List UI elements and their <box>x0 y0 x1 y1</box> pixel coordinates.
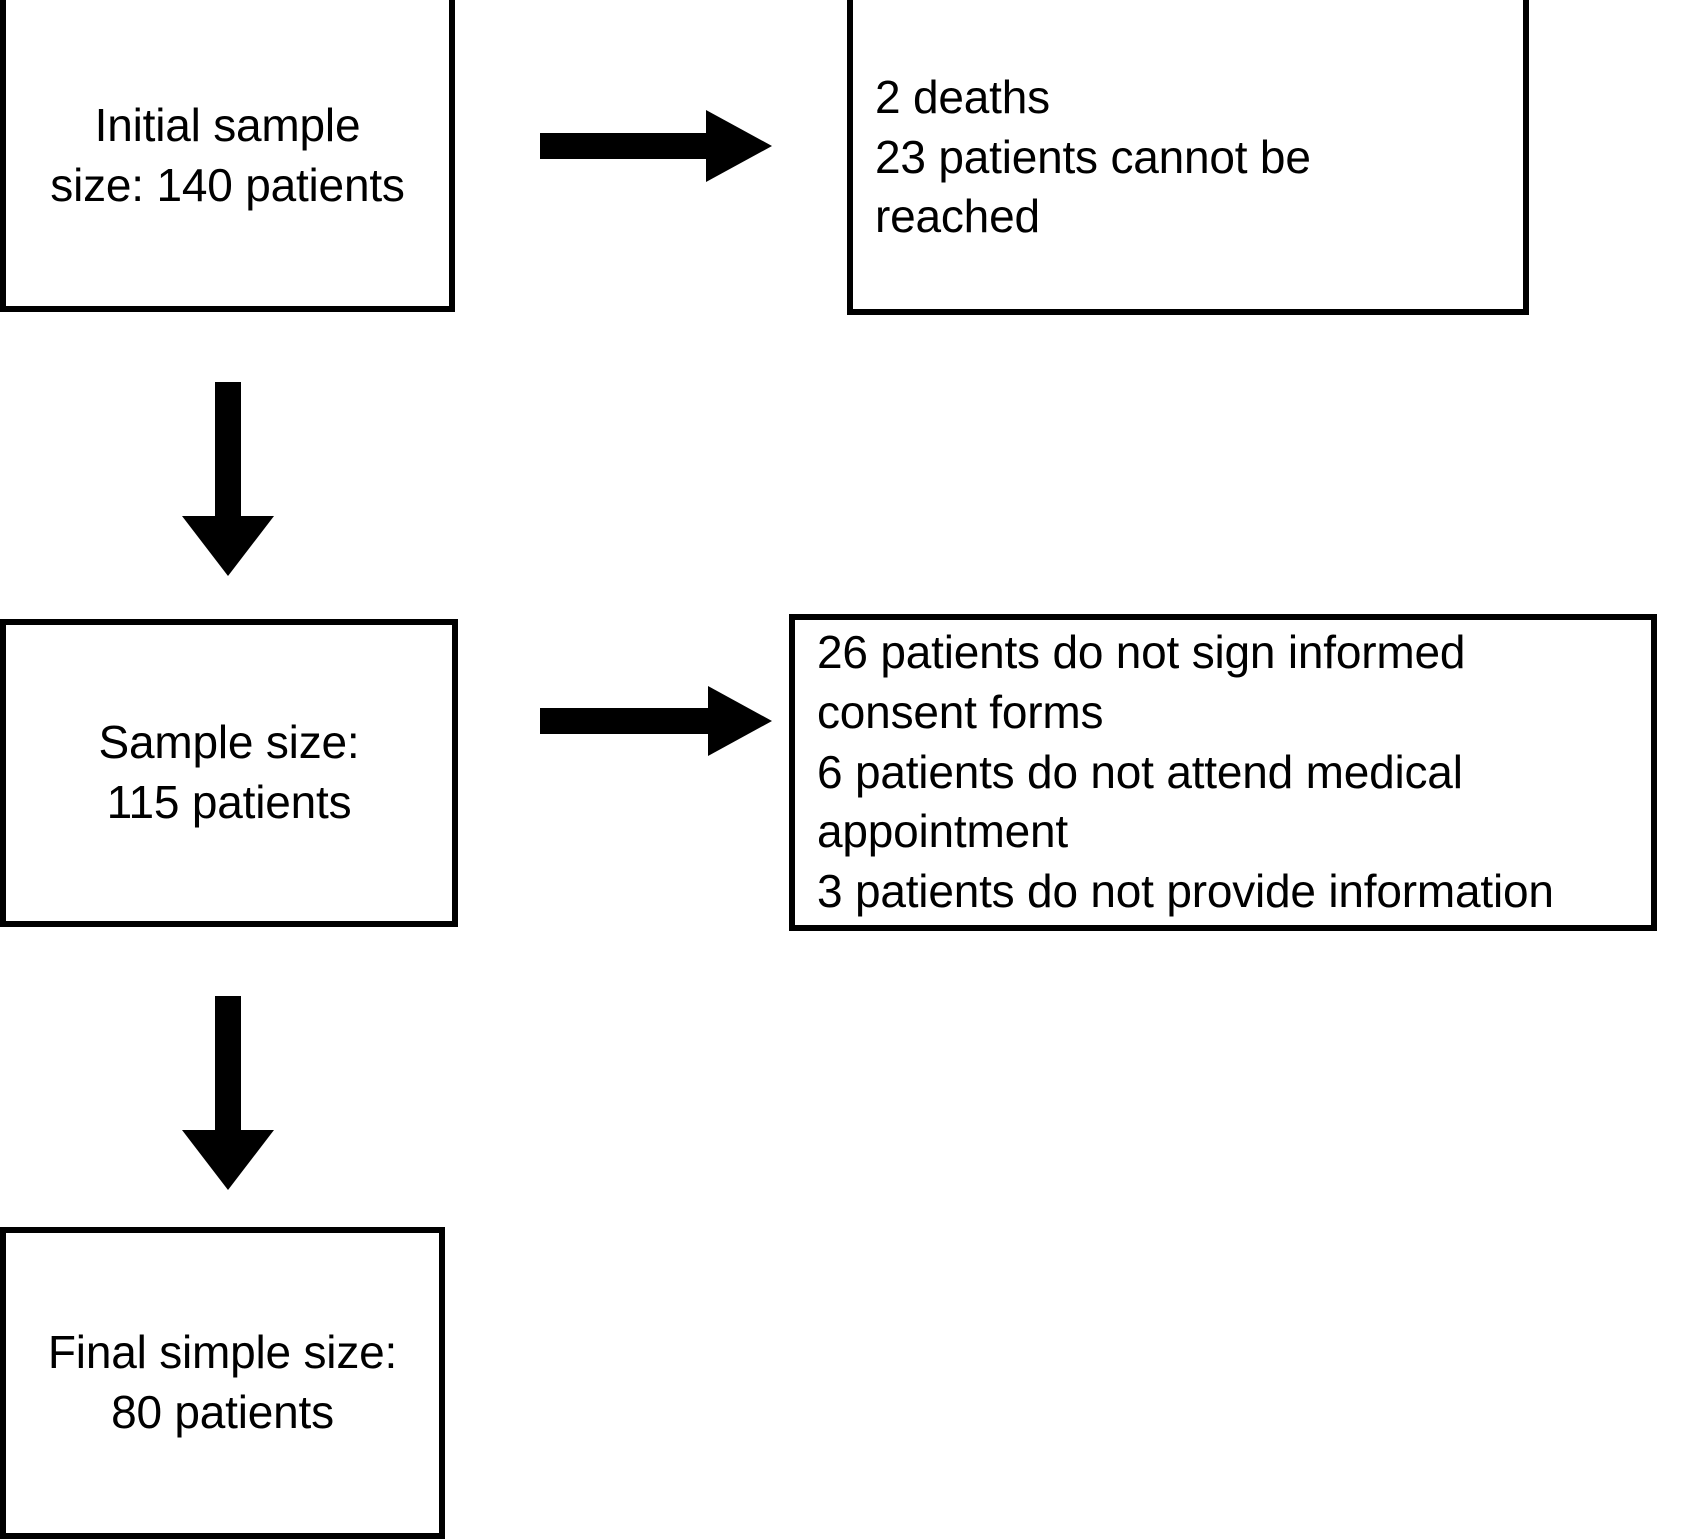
arrow-head <box>706 110 772 182</box>
node-final-sample-label: Final simple size: 80 patients <box>47 1326 398 1438</box>
arrow-right-icon-initial-to-losses <box>540 110 772 182</box>
arrow-head <box>708 686 772 756</box>
node-final-sample: Final simple size: 80 patients <box>0 1227 445 1539</box>
node-losses-second-label: 26 patients do not sign informed consent… <box>817 626 1554 918</box>
arrow-head <box>182 1130 274 1190</box>
arrow-down-icon-sample-to-final <box>182 996 274 1190</box>
arrow-shaft <box>215 382 241 522</box>
node-initial-sample-label: Initial sample size: 140 patients <box>50 99 405 211</box>
arrow-down-icon-initial-to-sample <box>182 382 274 576</box>
node-sample-size-label: Sample size: 115 patients <box>98 716 360 828</box>
node-losses-second: 26 patients do not sign informed consent… <box>789 614 1657 931</box>
node-initial-sample: Initial sample size: 140 patients <box>0 0 455 312</box>
node-sample-size: Sample size: 115 patients <box>0 619 458 927</box>
arrow-head <box>182 516 274 576</box>
node-losses-initial: 2 deaths 23 patients cannot be reached <box>847 0 1529 315</box>
node-losses-initial-label: 2 deaths 23 patients cannot be reached <box>875 70 1311 243</box>
arrow-right-icon-sample-to-losses <box>540 686 772 756</box>
arrow-shaft <box>540 708 712 734</box>
arrow-shaft <box>540 133 710 159</box>
arrow-shaft <box>215 996 241 1136</box>
